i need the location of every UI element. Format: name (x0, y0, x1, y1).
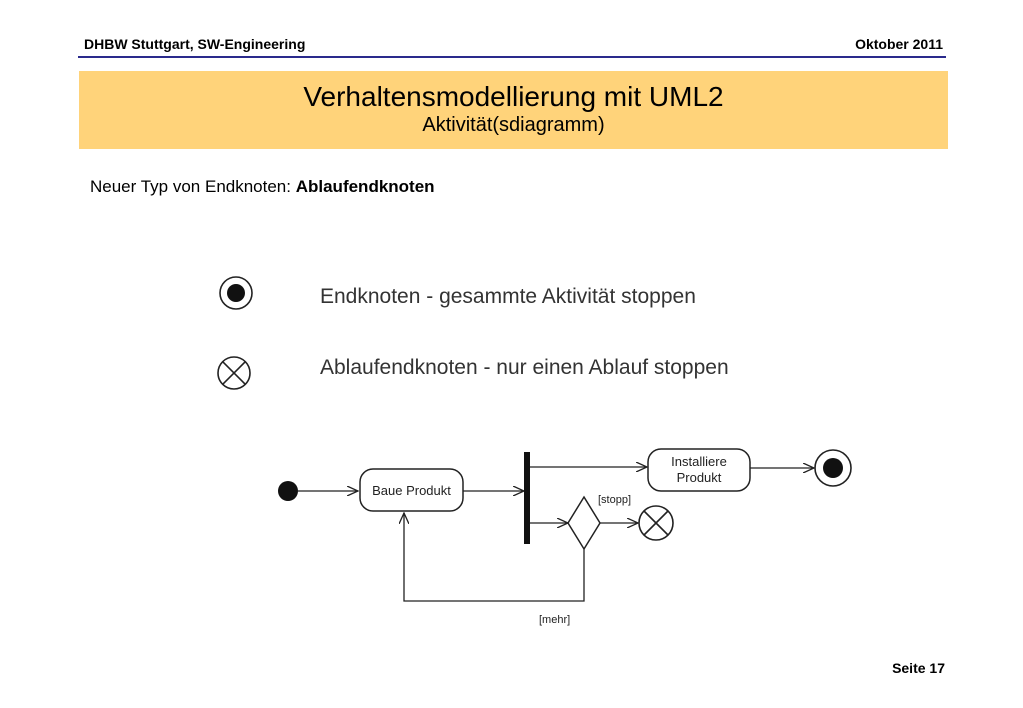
intro-emphasis: Ablaufendknoten (295, 177, 435, 196)
header-divider (78, 56, 946, 58)
action-install-label-1: Installiere (671, 454, 727, 469)
flow-decision-loop-back (404, 513, 585, 602)
initial-node (278, 481, 298, 501)
header-left: DHBW Stuttgart, SW-Engineering (84, 36, 306, 52)
title-banner: Verhaltensmodellierung mit UML2 Aktivitä… (79, 71, 948, 149)
final-node (814, 449, 852, 487)
legend-flow-final-text: Ablaufendknoten - nur einen Ablauf stopp… (320, 356, 729, 379)
action-build-product-label: Baue Produkt (372, 483, 451, 498)
action-install-product (647, 448, 751, 492)
intro-text: Neuer Typ von Endknoten: Ablaufendknoten (90, 177, 435, 197)
decision-node (567, 495, 601, 551)
intro-label: Neuer Typ von Endknoten: (90, 177, 296, 196)
action-install-label-2: Produkt (677, 470, 722, 485)
header-right: Oktober 2011 (855, 36, 943, 52)
flow-final-node (638, 505, 674, 541)
slide-subtitle: Aktivität(sdiagramm) (422, 114, 605, 136)
flow-final-node-icon (217, 356, 251, 390)
fork-bar (524, 452, 530, 544)
action-build-product (359, 468, 464, 512)
guard-more-label: [mehr] (539, 614, 570, 626)
final-node-icon (219, 276, 253, 310)
page-number: Seite 17 (892, 660, 945, 676)
slide-title: Verhaltensmodellierung mit UML2 (303, 81, 724, 112)
legend-final-node-text: Endknoten - gesammte Aktivität stoppen (320, 285, 696, 308)
guard-stop-label: [stopp] (598, 494, 631, 506)
